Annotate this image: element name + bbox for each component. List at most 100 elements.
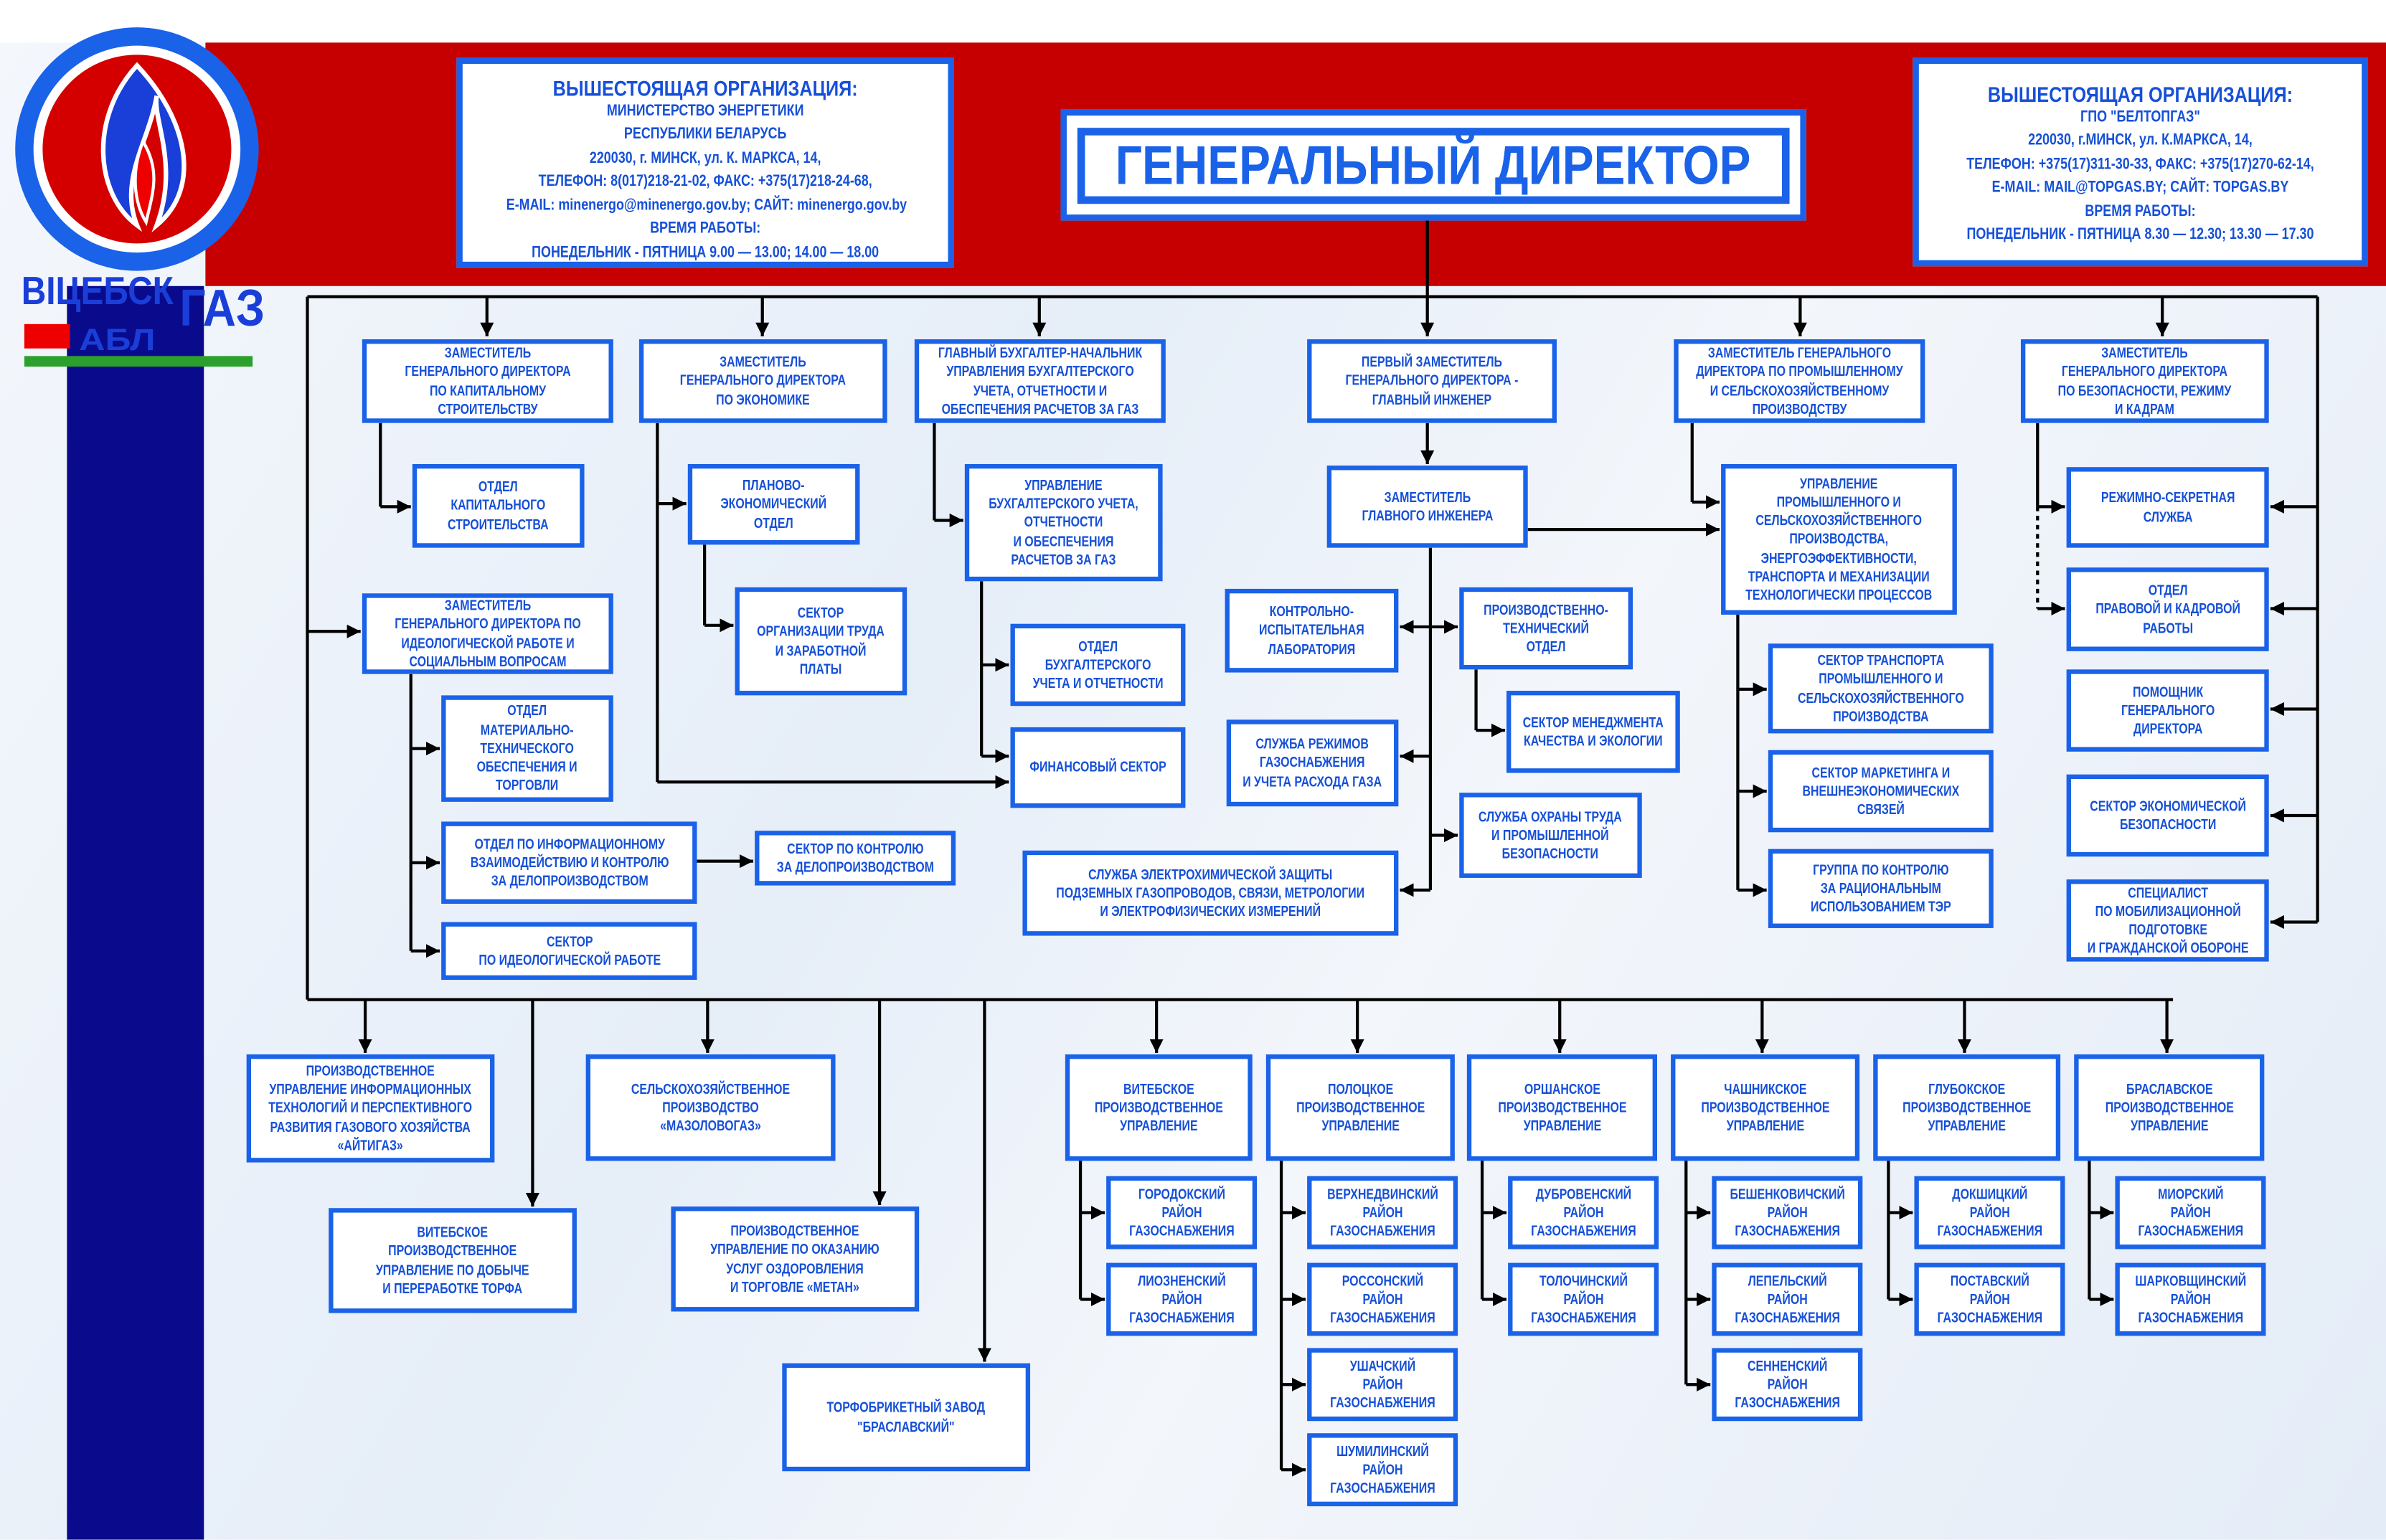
parent-org-line: ПОНЕДЕЛЬНИК - ПЯТНИЦА 8.30 — 12.30; 13.3…: [1966, 227, 2314, 244]
district-gas-office[interactable]: РОССОНСКИЙ РАЙОН ГАЗОСНАБЖЕНИЯ: [1307, 1262, 1458, 1336]
unit-braslav-plant-label: ТОРФОБРИКЕТНЫЙ ЗАВОД "БРАСЛАВСКИЙ": [826, 1398, 986, 1435]
unit-mobilization[interactable]: СПЕЦИАЛИСТ ПО МОБИЛИЗАЦИОННОЙ ПОДГОТОВКЕ…: [2066, 879, 2269, 962]
unit-mazolovogaz-label: СЕЛЬСКОХОЗЯЙСТВЕННОЕ ПРОИЗВОДСТВО «МАЗОЛ…: [631, 1080, 791, 1134]
district-gas-office-label: ШУМИЛИНСКИЙ РАЙОН ГАЗОСНАБЖЕНИЯ: [1329, 1442, 1435, 1496]
district-gas-office[interactable]: ШУМИЛИНСКИЙ РАЙОН ГАЗОСНАБЖЕНИЯ: [1307, 1433, 1458, 1506]
branch-office-label: БРАСЛАВСКОЕ ПРОИЗВОДСТВЕННОЕ УПРАВЛЕНИЕ: [2105, 1080, 2234, 1134]
unit-accounting-dept[interactable]: ОТДЕЛ БУХГАЛТЕРСКОГО УЧЕТА И ОТЧЕТНОСТИ: [1010, 623, 1186, 707]
logo-text-top: ВІЦЕБСК: [22, 268, 174, 313]
unit-accounting-mgmt[interactable]: УПРАВЛЕНИЕ БУХГАЛТЕРСКОГО УЧЕТА, ОТЧЕТНО…: [964, 463, 1163, 582]
unit-secret-service[interactable]: РЕЖИМНО-СЕКРЕТНАЯ СЛУЖБА: [2066, 467, 2269, 548]
branch-office[interactable]: ОРШАНСКОЕ ПРОИЗВОДСТВЕННОЕ УПРАВЛЕНИЕ: [1466, 1054, 1657, 1161]
branch-office-label: ВИТЕБСКОЕ ПРОИЗВОДСТВЕННОЕ УПРАВЛЕНИЕ: [1094, 1080, 1223, 1134]
unit-planning-dept[interactable]: ПЛАНОВО- ЭКОНОМИЧЕСКИЙ ОТДЕЛ: [687, 463, 860, 545]
unit-legal-hr[interactable]: ОТДЕЛ ПРАВОВОЙ И КАДРОВОЙ РАБОТЫ: [2066, 567, 2269, 651]
unit-quality-sector[interactable]: СЕКТОР МЕНЕДЖМЕНТА КАЧЕСТВА И ЭКОЛОГИИ: [1506, 691, 1680, 773]
general-director-label: ГЕНЕРАЛЬНЫЙ ДИРЕКТОР: [1116, 133, 1752, 197]
district-gas-office-label: МИОРСКИЙ РАЙОН ГАЗОСНАБЖЕНИЯ: [2138, 1184, 2243, 1239]
unit-pto[interactable]: ПРОИЗВОДСТВЕННО- ТЕХНИЧЕСКИЙ ОТДЕЛ: [1459, 587, 1633, 670]
unit-capital-dept[interactable]: ОТДЕЛ КАПИТАЛЬНОГО СТРОИТЕЛЬСТВА: [412, 463, 585, 548]
unit-finance-sector[interactable]: ФИНАНСОВЫЙ СЕКТОР: [1010, 727, 1186, 808]
unit-aitigaz[interactable]: ПРОИЗВОДСТВЕННОЕ УПРАВЛЕНИЕ ИНФОРМАЦИОНН…: [246, 1054, 495, 1163]
parent-org-title: ВЫШЕСТОЯЩАЯ ОРГАНИЗАЦИЯ:: [1987, 82, 2293, 107]
unit-chief-accountant[interactable]: ГЛАВНЫЙ БУХГАЛТЕР-НАЧАЛЬНИК УПРАВЛЕНИЯ Б…: [914, 339, 1166, 423]
unit-marketing-sector-label: СЕКТОР МАРКЕТИНГА И ВНЕШНЕЭКОНОМИЧЕСКИХ …: [1802, 763, 1960, 818]
unit-industry-mgmt[interactable]: УПРАВЛЕНИЕ ПРОМЫШЛЕННОГО И СЕЛЬСКОХОЗЯЙС…: [1721, 463, 1957, 615]
parent-org-line: РЕСПУБЛИКИ БЕЛАРУСЬ: [623, 126, 787, 144]
district-gas-office[interactable]: ГОРОДОКСКИЙ РАЙОН ГАЗОСНАБЖЕНИЯ: [1106, 1176, 1258, 1250]
district-gas-office[interactable]: ДОКШИЦКИЙ РАЙОН ГАЗОСНАБЖЕНИЯ: [1914, 1176, 2065, 1250]
unit-ideology-sector-label: СЕКТОР ПО ИДЕОЛОГИЧЕСКОЙ РАБОТЕ: [478, 932, 661, 968]
district-gas-office[interactable]: ЛЕПЕЛЬСКИЙ РАЙОН ГАЗОСНАБЖЕНИЯ: [1712, 1262, 1863, 1336]
unit-ecp-service[interactable]: СЛУЖБА ЭЛЕКТРОХИМИЧЕСКОЙ ЗАЩИТЫ ПОДЗЕМНЫ…: [1022, 850, 1399, 936]
unit-marketing-sector[interactable]: СЕКТОР МАРКЕТИНГА И ВНЕШНЕЭКОНОМИЧЕСКИХ …: [1768, 750, 1994, 833]
unit-labor-safety-label: СЛУЖБА ОХРАНЫ ТРУДА И ПРОМЫШЛЕННОЙ БЕЗОП…: [1479, 807, 1623, 861]
parent-org-line: ВРЕМЯ РАБОТЫ:: [650, 220, 761, 238]
unit-deputy-chief-engineer[interactable]: ЗАМЕСТИТЕЛЬ ГЛАВНОГО ИНЖЕНЕРА: [1326, 466, 1528, 548]
unit-accounting-mgmt-label: УПРАВЛЕНИЕ БУХГАЛТЕРСКОГО УЧЕТА, ОТЧЕТНО…: [989, 476, 1138, 567]
unit-first-deputy[interactable]: ПЕРВЫЙ ЗАМЕСТИТЕЛЬ ГЕНЕРАЛЬНОГО ДИРЕКТОР…: [1307, 339, 1557, 423]
unit-dep-ideology[interactable]: ЗАМЕСТИТЕЛЬ ГЕНЕРАЛЬНОГО ДИРЕКТОРА ПО ИД…: [362, 593, 613, 674]
district-gas-office[interactable]: ТОЛОЧИНСКИЙ РАЙОН ГАЗОСНАБЖЕНИЯ: [1508, 1262, 1659, 1336]
unit-transport-sector-label: СЕКТОР ТРАНСПОРТА ПРОМЫШЛЕННОГО И СЕЛЬСК…: [1797, 651, 1964, 724]
branch-office[interactable]: БРАСЛАВСКОЕ ПРОИЗВОДСТВЕННОЕ УПРАВЛЕНИЕ: [2074, 1054, 2265, 1161]
unit-dep-security-label: ЗАМЕСТИТЕЛЬ ГЕНЕРАЛЬНОГО ДИРЕКТОРА ПО БЕ…: [2058, 344, 2232, 417]
unit-aitigaz-label: ПРОИЗВОДСТВЕННОЕ УПРАВЛЕНИЕ ИНФОРМАЦИОНН…: [268, 1062, 473, 1153]
branch-office-label: ЧАШНИКСКОЕ ПРОИЗВОДСТВЕННОЕ УПРАВЛЕНИЕ: [1701, 1080, 1830, 1134]
parent-org-line: ВРЕМЯ РАБОТЫ:: [2085, 203, 2196, 221]
unit-metan[interactable]: ПРОИЗВОДСТВЕННОЕ УПРАВЛЕНИЕ ПО ОКАЗАНИЮ …: [671, 1206, 920, 1312]
general-director-box[interactable]: ГЕНЕРАЛЬНЫЙ ДИРЕКТОР: [1060, 109, 1806, 221]
unit-energy-group[interactable]: ГРУППА ПО КОНТРОЛЮ ЗА РАЦИОНАЛЬНЫМ ИСПОЛ…: [1768, 849, 1994, 928]
unit-ecp-service-label: СЛУЖБА ЭЛЕКТРОХИМИЧЕСКОЙ ЗАЩИТЫ ПОДЗЕМНЫ…: [1056, 865, 1365, 920]
parent-org-line: ГПО "БЕЛТОПГАЗ": [2080, 109, 2200, 127]
top-margin: [0, 0, 2386, 43]
unit-dep-industry-label: ЗАМЕСТИТЕЛЬ ГЕНЕРАЛЬНОГО ДИРЕКТОРА ПО ПР…: [1696, 344, 1903, 417]
unit-peat-label: ВИТЕБСКОЕ ПРОИЗВОДСТВЕННОЕ УПРАВЛЕНИЕ ПО…: [376, 1223, 529, 1296]
unit-ideology-sector[interactable]: СЕКТОР ПО ИДЕОЛОГИЧЕСКОЙ РАБОТЕ: [441, 922, 697, 981]
parent-org-line: E-MAIL: MAIL@TOPGAS.BY; САЙТ: TOPGAS.BY: [1991, 179, 2289, 197]
unit-labor-sector[interactable]: СЕКТОР ОРГАНИЗАЦИИ ТРУДА И ЗАРАБОТНОЙ ПЛ…: [735, 587, 907, 696]
parent-org-title: ВЫШЕСТОЯЩАЯ ОРГАНИЗАЦИЯ:: [552, 76, 858, 100]
unit-dep-capital[interactable]: ЗАМЕСТИТЕЛЬ ГЕНЕРАЛЬНОГО ДИРЕКТОРА ПО КА…: [362, 339, 613, 423]
district-gas-office-label: ДУБРОВЕНСКИЙ РАЙОН ГАЗОСНАБЖЕНИЯ: [1530, 1184, 1636, 1239]
unit-info-dept-label: ОТДЕЛ ПО ИНФОРМАЦИОННОМУ ВЗАИМОДЕЙСТВИЮ …: [470, 834, 669, 889]
branch-office[interactable]: ВИТЕБСКОЕ ПРОИЗВОДСТВЕННОЕ УПРАВЛЕНИЕ: [1065, 1054, 1253, 1161]
unit-peat[interactable]: ВИТЕБСКОЕ ПРОИЗВОДСТВЕННОЕ УПРАВЛЕНИЕ ПО…: [329, 1208, 577, 1313]
unit-capital-dept-label: ОТДЕЛ КАПИТАЛЬНОГО СТРОИТЕЛЬСТВА: [448, 478, 549, 532]
unit-dep-economy[interactable]: ЗАМЕСТИТЕЛЬ ГЕНЕРАЛЬНОГО ДИРЕКТОРА ПО ЭК…: [638, 339, 887, 423]
parent-org-line: 220030, г. МИНСК, ул. К. МАРКСА, 14,: [589, 150, 821, 168]
side-bar: [67, 285, 204, 1540]
unit-labor-safety[interactable]: СЛУЖБА ОХРАНЫ ТРУДА И ПРОМЫШЛЕННОЙ БЕЗОП…: [1459, 793, 1642, 878]
district-gas-office-label: БЕШЕНКОВИЧСКИЙ РАЙОН ГАЗОСНАБЖЕНИЯ: [1730, 1184, 1845, 1239]
unit-transport-sector[interactable]: СЕКТОР ТРАНСПОРТА ПРОМЫШЛЕННОГО И СЕЛЬСК…: [1768, 643, 1994, 734]
unit-braslav-plant[interactable]: ТОРФОБРИКЕТНЫЙ ЗАВОД "БРАСЛАВСКИЙ": [782, 1363, 1031, 1472]
unit-dep-security[interactable]: ЗАМЕСТИТЕЛЬ ГЕНЕРАЛЬНОГО ДИРЕКТОРА ПО БЕ…: [2020, 339, 2269, 423]
branch-office[interactable]: ГЛУБОКСКОЕ ПРОИЗВОДСТВЕННОЕ УПРАВЛЕНИЕ: [1873, 1054, 2061, 1161]
district-gas-office[interactable]: УШАЧСКИЙ РАЙОН ГАЗОСНАБЖЕНИЯ: [1307, 1348, 1458, 1422]
unit-mazolovogaz[interactable]: СЕЛЬСКОХОЗЯЙСТВЕННОЕ ПРОИЗВОДСТВО «МАЗОЛ…: [585, 1054, 836, 1161]
district-gas-office[interactable]: ДУБРОВЕНСКИЙ РАЙОН ГАЗОСНАБЖЕНИЯ: [1508, 1176, 1659, 1250]
unit-legal-hr-label: ОТДЕЛ ПРАВОВОЙ И КАДРОВОЙ РАБОТЫ: [2095, 581, 2240, 636]
district-gas-office[interactable]: ВЕРХНЕДВИНСКИЙ РАЙОН ГАЗОСНАБЖЕНИЯ: [1307, 1176, 1458, 1250]
unit-info-dept[interactable]: ОТДЕЛ ПО ИНФОРМАЦИОННОМУ ВЗАИМОДЕЙСТВИЮ …: [441, 821, 697, 904]
district-gas-office-label: ДОКШИЦКИЙ РАЙОН ГАЗОСНАБЖЕНИЯ: [1937, 1184, 2042, 1239]
unit-assistant[interactable]: ПОМОЩНИК ГЕНЕРАЛЬНОГО ДИРЕКТОРА: [2066, 669, 2269, 752]
unit-supply-dept-label: ОТДЕЛ МАТЕРИАЛЬНО- ТЕХНИЧЕСКОГО ОБЕСПЕЧЕ…: [476, 701, 577, 793]
district-gas-office[interactable]: МИОРСКИЙ РАЙОН ГАЗОСНАБЖЕНИЯ: [2115, 1176, 2266, 1250]
unit-dep-industry[interactable]: ЗАМЕСТИТЕЛЬ ГЕНЕРАЛЬНОГО ДИРЕКТОРА ПО ПР…: [1674, 339, 1925, 423]
district-gas-office[interactable]: ШАРКОВЩИНСКИЙ РАЙОН ГАЗОСНАБЖЕНИЯ: [2115, 1262, 2266, 1336]
unit-gas-modes[interactable]: СЛУЖБА РЕЖИМОВ ГАЗОСНАБЖЕНИЯ И УЧЕТА РАС…: [1226, 719, 1399, 807]
unit-supply-dept[interactable]: ОТДЕЛ МАТЕРИАЛЬНО- ТЕХНИЧЕСКОГО ОБЕСПЕЧЕ…: [441, 695, 613, 802]
district-gas-office[interactable]: ПОСТАВСКИЙ РАЙОН ГАЗОСНАБЖЕНИЯ: [1914, 1262, 2065, 1336]
unit-test-lab[interactable]: КОНТРОЛЬНО- ИСПЫТАТЕЛЬНАЯ ЛАБОРАТОРИЯ: [1225, 588, 1399, 673]
district-gas-office[interactable]: ЛИОЗНЕНСКИЙ РАЙОН ГАЗОСНАБЖЕНИЯ: [1106, 1262, 1258, 1336]
unit-planning-dept-label: ПЛАНОВО- ЭКОНОМИЧЕСКИЙ ОТДЕЛ: [720, 476, 827, 531]
branch-office[interactable]: ПОЛОЦКОЕ ПРОИЗВОДСТВЕННОЕ УПРАВЛЕНИЕ: [1265, 1054, 1455, 1161]
unit-econ-security[interactable]: СЕКТОР ЭКОНОМИЧЕСКОЙ БЕЗОПАСНОСТИ: [2066, 774, 2269, 857]
unit-accounting-dept-label: ОТДЕЛ БУХГАЛТЕРСКОГО УЧЕТА И ОТЧЕТНОСТИ: [1032, 637, 1164, 691]
branch-office[interactable]: ЧАШНИКСКОЕ ПРОИЗВОДСТВЕННОЕ УПРАВЛЕНИЕ: [1671, 1054, 1860, 1161]
district-gas-office[interactable]: СЕННЕНСКИЙ РАЙОН ГАЗОСНАБЖЕНИЯ: [1712, 1348, 1863, 1422]
district-gas-office[interactable]: БЕШЕНКОВИЧСКИЙ РАЙОН ГАЗОСНАБЖЕНИЯ: [1712, 1176, 1863, 1250]
unit-records-sector[interactable]: СЕКТОР ПО КОНТРОЛЮ ЗА ДЕЛОПРОИЗВОДСТВОМ: [755, 831, 956, 886]
